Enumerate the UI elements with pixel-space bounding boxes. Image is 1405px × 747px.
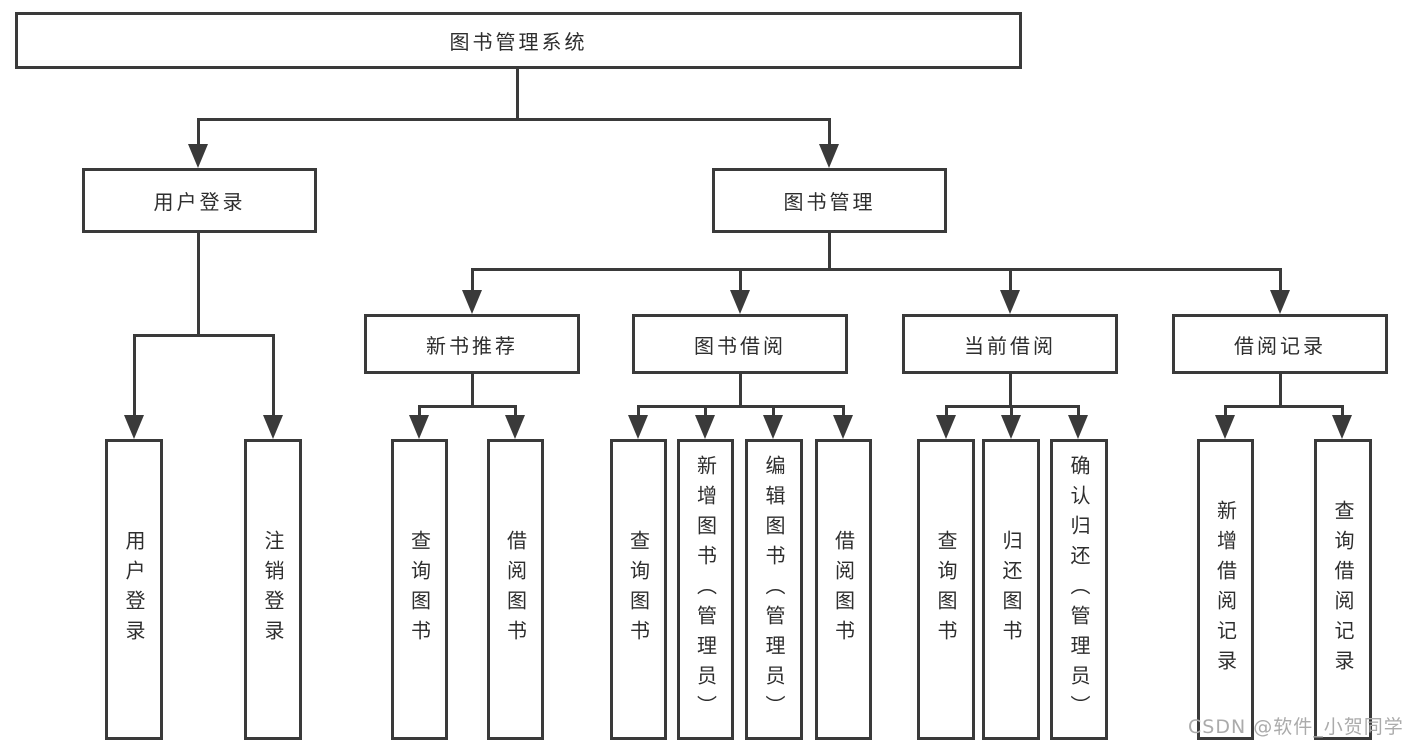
connector-line [514, 405, 517, 417]
connector-line [418, 405, 421, 417]
connector-line [272, 334, 275, 417]
node-borrow-book-1: 借阅图书 [487, 439, 544, 740]
connector-line [197, 233, 200, 337]
node-query-borrow-record: 查询借阅记录 [1314, 439, 1372, 740]
connector-line [739, 374, 742, 408]
node-logout: 注销登录 [244, 439, 302, 740]
node-library-system-root: 图书管理系统 [15, 12, 1022, 69]
arrowhead-down [1270, 290, 1290, 314]
arrowhead-down [628, 415, 648, 439]
connector-line [739, 268, 742, 292]
connector-line [842, 405, 845, 417]
node-borrow-book-2: 借阅图书 [815, 439, 872, 740]
connector-line [418, 405, 517, 408]
connector-line [197, 118, 831, 121]
connector-line [471, 374, 474, 408]
connector-line [197, 118, 200, 146]
node-current-borrow: 当前借阅 [902, 314, 1118, 374]
csdn-watermark: CSDN @软件_小贺同学 [1188, 716, 1404, 738]
connector-line [1010, 405, 1013, 417]
connector-line [637, 405, 640, 417]
connector-line [828, 118, 831, 146]
connector-line [1224, 405, 1344, 408]
arrowhead-down [1000, 290, 1020, 314]
connector-line [1009, 268, 1012, 292]
arrowhead-down [505, 415, 525, 439]
node-add-borrow-record: 新增借阅记录 [1197, 439, 1254, 740]
arrowhead-down [1332, 415, 1352, 439]
arrowhead-down [763, 415, 783, 439]
connector-line [1224, 405, 1227, 417]
connector-line [637, 405, 845, 408]
connector-line [516, 69, 519, 118]
node-return-book: 归还图书 [982, 439, 1040, 740]
connector-line [945, 405, 948, 417]
connector-line [704, 405, 707, 417]
connector-line [1341, 405, 1344, 417]
arrowhead-down [695, 415, 715, 439]
connector-line [133, 334, 136, 417]
arrowhead-down [730, 290, 750, 314]
node-user-login: 用户登录 [105, 439, 163, 740]
node-new-book-recommend: 新书推荐 [364, 314, 580, 374]
node-borrow-records: 借阅记录 [1172, 314, 1388, 374]
arrowhead-down [1068, 415, 1088, 439]
node-query-book-2: 查询图书 [610, 439, 667, 740]
arrowhead-down [263, 415, 283, 439]
arrowhead-down [1215, 415, 1235, 439]
node-book-management: 图书管理 [712, 168, 947, 233]
node-confirm-return-admin: 确认归还（管理员） [1050, 439, 1108, 740]
connector-line [471, 268, 1282, 271]
connector-line [1009, 374, 1012, 408]
connector-line [1279, 268, 1282, 292]
node-user-login-group: 用户登录 [82, 168, 317, 233]
node-add-book-admin: 新增图书（管理员） [677, 439, 734, 740]
connector-line [133, 334, 275, 337]
connector-line [1279, 374, 1282, 408]
node-book-borrow: 图书借阅 [632, 314, 848, 374]
connector-line [1077, 405, 1080, 417]
connector-line [471, 268, 474, 292]
arrowhead-down [188, 144, 208, 168]
arrowhead-down [833, 415, 853, 439]
arrowhead-down [124, 415, 144, 439]
arrowhead-down [819, 144, 839, 168]
arrowhead-down [936, 415, 956, 439]
node-query-book-3: 查询图书 [917, 439, 975, 740]
arrowhead-down [462, 290, 482, 314]
node-edit-book-admin: 编辑图书（管理员） [745, 439, 803, 740]
node-query-book-1: 查询图书 [391, 439, 448, 740]
connector-line [828, 233, 831, 270]
arrowhead-down [1001, 415, 1021, 439]
connector-line [772, 405, 775, 417]
arrowhead-down [409, 415, 429, 439]
